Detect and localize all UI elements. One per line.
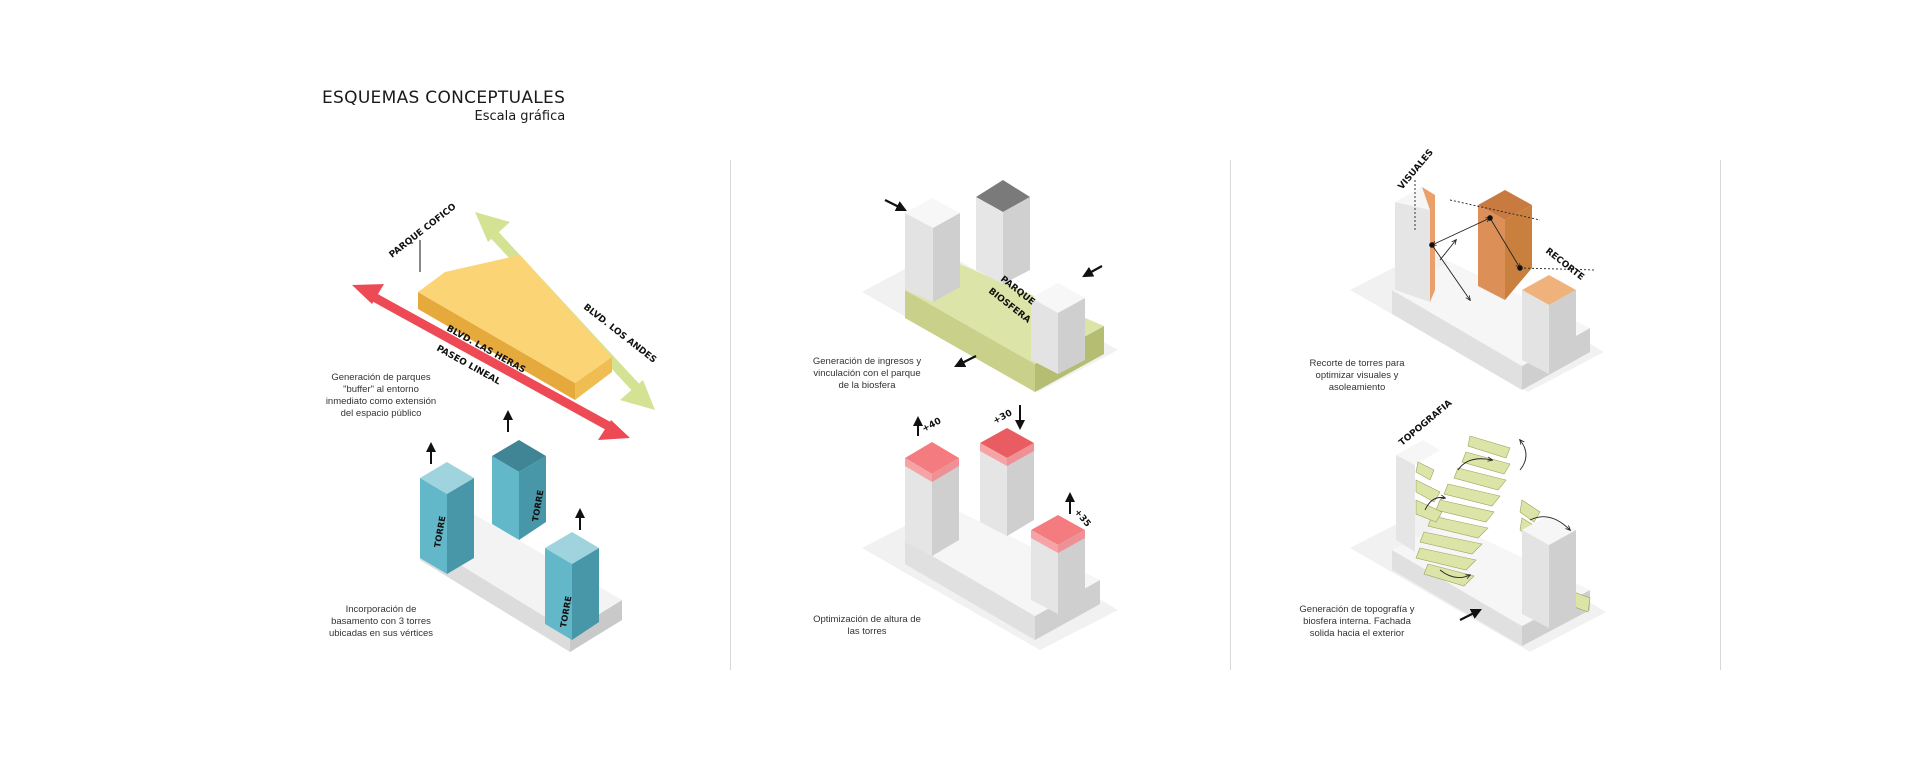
tower-2	[492, 410, 546, 540]
caption-park-buffer: Generación de parques "buffer" al entorn…	[325, 372, 437, 419]
height-label-40: +40	[921, 416, 943, 434]
entry-arrow	[1082, 265, 1103, 278]
panel-height-optimization: +40 +30 +35	[862, 405, 1118, 650]
header: ESQUEMAS CONCEPTUALES Escala gráfica	[322, 88, 565, 124]
tower-cut-orange	[1478, 190, 1532, 300]
tower-3	[545, 508, 599, 640]
tower-middle	[976, 180, 1030, 284]
caption-base-towers: Incorporación de basamento con 3 torres …	[328, 604, 434, 639]
panel-visual-cut: VISUALES RECORTE	[1350, 148, 1604, 392]
rotation-arrows	[1424, 440, 1570, 578]
caption-visual-cut: Recorte de torres para optimizar visuale…	[1309, 358, 1405, 393]
panel-park-buffer: PARQUE COFICO BLVD. LOS ANDES BLVD. LAS …	[352, 202, 658, 440]
tower-topo-left	[1396, 440, 1440, 552]
panel-entries-biosphere: PARQUE BIOSFERA	[862, 180, 1118, 392]
tower-plus35	[1031, 492, 1085, 614]
panel-topography: TOPOGRAFIA	[1350, 398, 1606, 652]
label-topografia: TOPOGRAFIA	[1398, 398, 1455, 448]
column-divider	[1720, 160, 1721, 670]
column-divider	[1230, 160, 1231, 670]
caption-topography: Generación de topografía y biosfera inte…	[1299, 604, 1415, 639]
tower-right	[1031, 283, 1085, 374]
tower-cut-left	[1395, 187, 1435, 302]
tower-cut-right	[1522, 275, 1576, 374]
visual-arrows	[1414, 180, 1597, 300]
entry-arrow	[1459, 609, 1482, 621]
page-title: ESQUEMAS CONCEPTUALES	[322, 88, 566, 108]
caption-height-optimization: Optimización de altura de las torres	[813, 614, 921, 637]
tower-plus40	[905, 416, 959, 556]
park-slab	[418, 255, 612, 400]
tower-plus30	[980, 405, 1034, 536]
entry-arrow	[954, 355, 977, 367]
label-visuales: VISUALES	[1397, 148, 1436, 192]
tower-1	[420, 442, 474, 574]
paseo-lineal-arrow	[352, 284, 630, 440]
panel-base-towers: TORRE TORRE TORRE	[420, 410, 622, 652]
tower-topo-right	[1522, 515, 1576, 628]
tower-left	[905, 198, 960, 302]
caption-entries-biosphere: Generación de ingresos y vinculación con…	[812, 356, 922, 391]
page-subtitle: Escala gráfica	[474, 109, 566, 124]
column-divider	[730, 160, 731, 670]
entry-arrow	[884, 199, 907, 211]
label-parque-cofico: PARQUE COFICO	[388, 202, 459, 261]
height-label-30: +30	[992, 408, 1014, 426]
